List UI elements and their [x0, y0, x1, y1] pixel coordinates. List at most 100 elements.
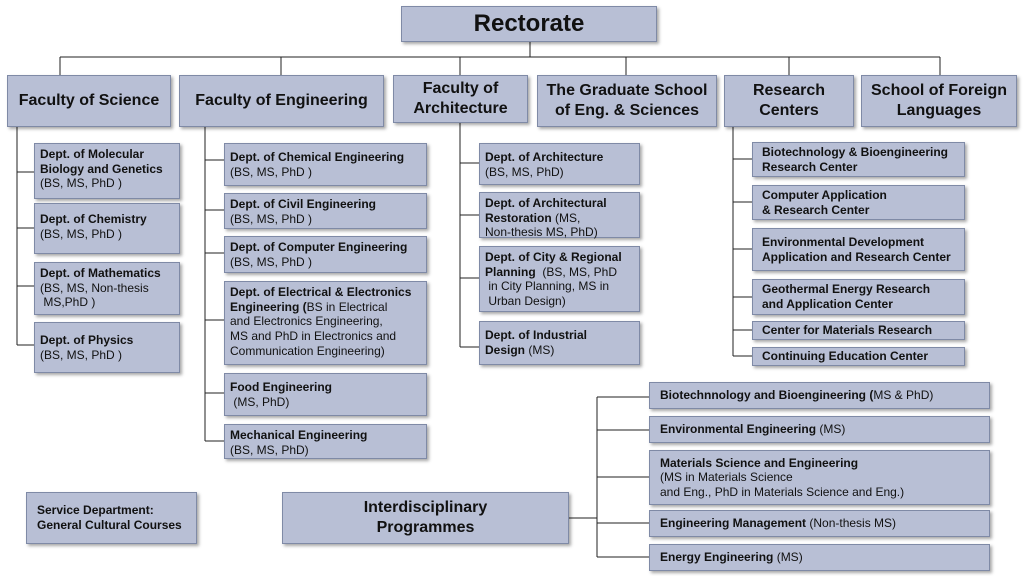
research-centers-box: Research Centers: [724, 75, 854, 127]
foreign-languages-line1: School of Foreign: [871, 82, 1007, 99]
dept-name-line1: Dept. of City & Regional: [485, 250, 622, 264]
dept-degrees-inline: (BS, MS, PhD: [535, 264, 618, 279]
dept-industrial-design: Dept. of Industrial Design (MS): [479, 321, 640, 365]
dept-degrees-line1: Non-thesis MS, PhD): [485, 225, 598, 240]
dept-degrees: (MS, PhD): [230, 394, 290, 409]
dept-degrees: (BS, MS, PhD ): [40, 347, 123, 362]
dept-molecular-biology: Dept. of Molecular Biology and Genetics …: [34, 143, 180, 199]
dept-degrees: (BS, MS, PhD ): [40, 226, 123, 241]
prog-name: Engineering Management: [660, 516, 807, 531]
dept-degrees: (BS, MS, PhD ): [230, 254, 313, 269]
dept-name: Food Engineering: [230, 380, 332, 394]
dept-name: Mechanical Engineering: [230, 428, 368, 442]
dept-degrees-inline: BS in Electrical: [306, 299, 388, 314]
faculty-science-title: Faculty of Science: [18, 92, 160, 109]
interdisciplinary-line2: Programmes: [376, 519, 475, 536]
dept-name-line2: Biology and Genetics: [40, 161, 163, 176]
dept-degrees: (BS, MS, PhD ): [230, 211, 313, 226]
rc-name-line1: Computer Application: [762, 187, 887, 202]
service-line1: Service Department:: [37, 503, 154, 518]
service-department-box: Service Department: General Cultural Cou…: [26, 492, 197, 544]
rc-name: Center for Materials Research: [762, 323, 933, 338]
dept-degrees-line2: Urban Design): [485, 293, 566, 308]
dept-name: Dept. of Chemistry: [40, 212, 147, 226]
dept-degrees-inline: (MS,: [551, 210, 581, 225]
dept-degrees-line1: (BS, MS, Non-thesis: [40, 280, 149, 295]
rc-environmental-development: Environmental Development Application an…: [752, 228, 965, 271]
foreign-languages-box: School of Foreign Languages: [861, 75, 1017, 127]
dept-degrees: (BS, MS, PhD ): [230, 164, 313, 179]
research-centers-line2: Centers: [759, 102, 819, 119]
dept-degrees: (BS, MS, PhD): [485, 164, 564, 179]
dept-degrees: (BS, MS, PhD): [230, 442, 309, 457]
interdisciplinary-line1: Interdisciplinary: [363, 499, 488, 516]
rc-name-line2: and Application Center: [762, 297, 893, 311]
rectorate-title: Rectorate: [473, 10, 585, 37]
faculty-architecture-box: Faculty of Architecture: [393, 75, 528, 123]
faculty-architecture-line2: Architecture: [413, 100, 508, 117]
rc-computer-application: Computer Application & Research Center: [752, 185, 965, 220]
faculty-architecture-line1: Faculty of: [422, 80, 499, 97]
rectorate-box: Rectorate: [401, 6, 657, 42]
dept-name: Dept. of Mathematics: [40, 266, 161, 280]
dept-name-line2: Restoration: [485, 210, 552, 225]
dept-city-regional-planning: Dept. of City & Regional Planning (BS, M…: [479, 246, 640, 312]
faculty-science-box: Faculty of Science: [7, 75, 171, 127]
rc-name-line1: Geothermal Energy Research: [762, 282, 931, 297]
prog-name: Environmental Engineering: [660, 422, 817, 437]
rc-name-line2: Application and Research Center: [762, 249, 951, 264]
prog-degrees: (Non-thesis MS): [806, 516, 897, 531]
prog-energy-engineering: Energy Engineering (MS): [649, 544, 990, 571]
prog-name: Materials Science and Engineering: [660, 455, 859, 470]
dept-degrees-line1: in City Planning, MS in: [485, 279, 610, 294]
dept-mathematics: Dept. of Mathematics (BS, MS, Non-thesis…: [34, 262, 180, 315]
dept-degrees-line2: MS,PhD ): [40, 295, 96, 310]
prog-degrees: (MS): [816, 422, 846, 437]
research-centers-line1: Research: [752, 82, 826, 99]
dept-name: Dept. of Architecture: [485, 150, 604, 164]
dept-civil-engineering: Dept. of Civil Engineering (BS, MS, PhD …: [224, 193, 427, 229]
prog-degrees-line1: (MS in Materials Science: [660, 470, 793, 485]
dept-name: Dept. of Chemical Engineering: [230, 150, 405, 164]
dept-physics: Dept. of Physics (BS, MS, PhD ): [34, 322, 180, 373]
dept-architecture: Dept. of Architecture (BS, MS, PhD): [479, 143, 640, 185]
dept-name-line1: Dept. of Electrical & Electronics: [230, 285, 412, 299]
dept-computer-engineering: Dept. of Computer Engineering (BS, MS, P…: [224, 236, 427, 273]
prog-name: Energy Engineering: [660, 550, 774, 565]
prog-degrees-line2: and Eng., PhD in Materials Science and E…: [660, 484, 905, 499]
prog-degrees: MS & PhD): [873, 388, 934, 403]
dept-name-line1: Dept. of Architectural: [485, 196, 607, 210]
dept-chemistry: Dept. of Chemistry (BS, MS, PhD ): [34, 203, 180, 254]
dept-name-line1: Dept. of Molecular: [40, 147, 145, 161]
rc-geothermal-energy: Geothermal Energy Research and Applicati…: [752, 279, 965, 315]
foreign-languages-line2: Languages: [896, 102, 982, 119]
dept-electrical-electronics: Dept. of Electrical & Electronics Engine…: [224, 281, 427, 365]
dept-degrees-line2: MS and PhD in Electronics and: [230, 328, 397, 343]
dept-name-line2: Design: [485, 342, 526, 357]
rc-name-line2: & Research Center: [762, 202, 870, 217]
dept-degrees: (BS, MS, PhD ): [40, 176, 123, 191]
prog-degrees: (MS): [773, 550, 803, 565]
rc-name-line1: Biotechnology & Bioengineering: [762, 144, 949, 159]
dept-degrees-line1: and Electronics Engineering,: [230, 314, 383, 329]
dept-mechanical-engineering: Mechanical Engineering (BS, MS, PhD): [224, 424, 427, 459]
graduate-school-box: The Graduate School of Eng. & Sciences: [537, 75, 717, 127]
prog-engineering-management: Engineering Management (Non-thesis MS): [649, 510, 990, 537]
prog-materials-science: Materials Science and Engineering (MS in…: [649, 450, 990, 505]
rc-name: Continuing Education Center: [762, 349, 928, 364]
dept-degrees-inline: (MS): [525, 342, 555, 357]
faculty-engineering-title: Faculty of Engineering: [195, 92, 368, 109]
dept-food-engineering: Food Engineering (MS, PhD): [224, 373, 427, 416]
dept-architectural-restoration: Dept. of Architectural Restoration (MS, …: [479, 192, 640, 240]
interdisciplinary-box: Interdisciplinary Programmes: [282, 492, 569, 544]
graduate-school-line1: The Graduate School: [546, 82, 708, 99]
dept-name: Dept. of Physics: [40, 333, 134, 347]
prog-biotechnology: Biotechnnology and Bioengineering (MS & …: [649, 382, 990, 409]
dept-name: Dept. of Computer Engineering: [230, 240, 408, 254]
prog-name: Biotechnnology and Bioengineering (: [660, 388, 874, 403]
rc-name-line2: Research Center: [762, 159, 858, 174]
dept-name-line2: Engineering (: [230, 299, 307, 314]
rc-continuing-education: Continuing Education Center: [752, 347, 965, 366]
dept-name-line2: Planning: [485, 264, 536, 279]
